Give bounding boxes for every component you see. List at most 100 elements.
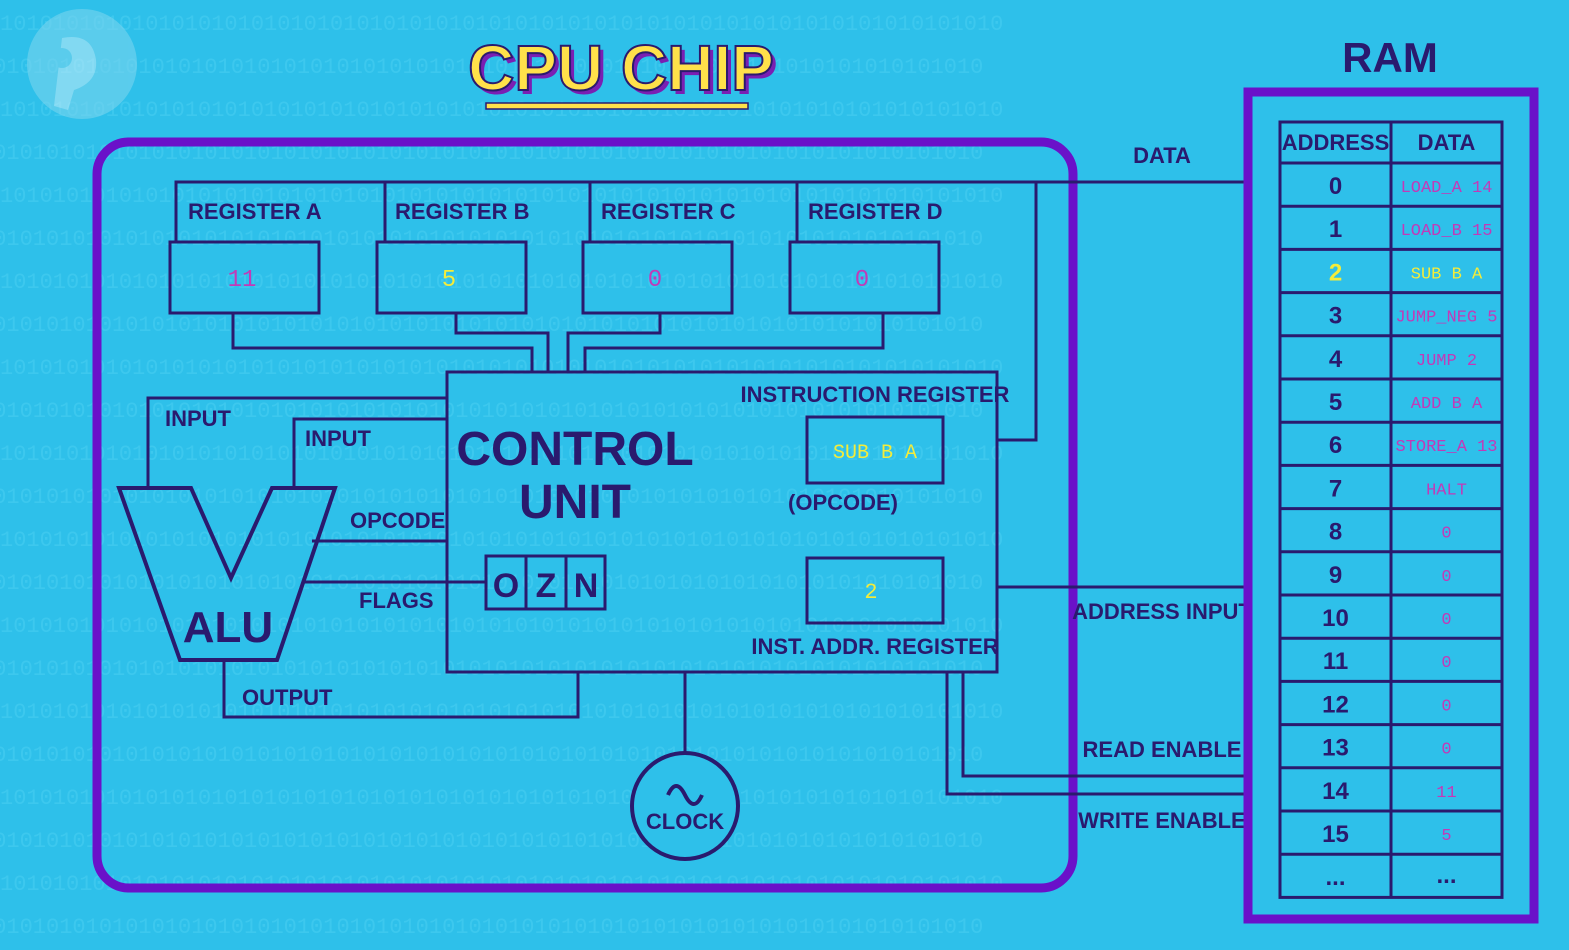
ram-row: 6 STORE_A 13 — [1280, 420, 1502, 459]
ram-data-cell: 0 — [1441, 568, 1451, 587]
binary-background-row: 1010101010101010101010101010101010101010… — [0, 98, 1003, 123]
ram-address-cell: 13 — [1322, 735, 1349, 762]
register-a: REGISTER A11 — [168, 199, 322, 315]
ram-row: 2 SUB B A — [1280, 247, 1502, 286]
binary-background-row: 1010101010101010101010101010101010101010… — [0, 528, 1003, 553]
flags-box — [484, 554, 607, 611]
ram-address-cell: 2 — [1329, 259, 1342, 286]
instruction-register-value: SUB B A — [833, 442, 917, 465]
alu-output-label: OUTPUT — [242, 685, 333, 710]
ram-data-cell: LOAD_B 15 — [1401, 222, 1493, 241]
binary-background-row: 1010101010101010101010101010101010101010… — [0, 829, 983, 854]
read-enable-label: READ ENABLE — [1083, 737, 1242, 762]
control-unit-box — [445, 370, 999, 674]
ram-address-cell: 6 — [1329, 432, 1342, 459]
ram-data-cell: ADD B A — [1411, 395, 1483, 414]
binary-background-row: 1010101010101010101010101010101010101010… — [0, 786, 1003, 811]
ram-address-cell: 9 — [1329, 562, 1342, 589]
ram-address-cell: 1 — [1329, 216, 1342, 243]
binary-background-row: 1010101010101010101010101010101010101010… — [0, 442, 1003, 467]
ram-row: 12 0 — [1280, 679, 1502, 718]
ram-data-cell: LOAD_A 14 — [1401, 179, 1493, 198]
cpu-chip-border — [92, 137, 1078, 893]
ram-data-cell: JUMP 2 — [1416, 352, 1477, 371]
pbs-logo-icon — [27, 9, 137, 119]
inst-addr-register-box — [805, 556, 945, 625]
ram-address-cell: 7 — [1329, 475, 1342, 502]
register-c: REGISTER C 0 — [581, 199, 736, 315]
ram-data-cell: SUB B A — [1411, 265, 1483, 284]
instruction-register-label: INSTRUCTION REGISTER — [741, 382, 1010, 407]
ram-data-cell: STORE_A 13 — [1395, 438, 1497, 457]
ram-data-cell: 0 — [1441, 697, 1451, 716]
wiring — [146, 180, 1246, 796]
ram-address-cell: 3 — [1329, 303, 1342, 330]
binary-background-row: 1010101010101010101010101010101010101010… — [0, 55, 983, 80]
register-value: 0 — [855, 267, 869, 294]
alu-input2-label: INPUT — [305, 426, 372, 451]
alu-opcode-label: OPCODE — [350, 508, 445, 533]
control-unit-title-line1: CONTROL — [456, 423, 693, 476]
register-box — [788, 240, 941, 315]
flag-overflow: O — [493, 567, 519, 605]
ram-data-cell: 0 — [1441, 654, 1451, 673]
opcode-label: (OPCODE) — [788, 490, 898, 515]
page-title-text: CPU CHIP — [468, 32, 774, 104]
data-bus-label: DATA — [1133, 143, 1191, 168]
register-d: REGISTER D0 — [788, 199, 942, 315]
alu-input1-label: INPUT — [165, 406, 232, 431]
alu-flags-label: FLAGS — [359, 588, 434, 613]
address-input-label: ADDRESS INPUT — [1072, 599, 1252, 624]
binary-background-row: 1010101010101010101010101010101010101010… — [0, 399, 983, 424]
ram-row: 0 LOAD_A 14 — [1329, 173, 1493, 200]
flag-zero: Z — [536, 567, 557, 605]
register-box — [375, 240, 528, 315]
clock-circle — [630, 751, 740, 861]
clock-wave-icon — [666, 784, 704, 806]
register-value: 5 — [442, 267, 456, 294]
ram-title: RAM — [1342, 34, 1438, 81]
register-label: REGISTER A — [188, 199, 322, 224]
ram-address-cell: 0 — [1329, 173, 1342, 200]
binary-background-row: 1010101010101010101010101010101010101010… — [0, 270, 1003, 295]
ram-row: ...... — [1280, 852, 1502, 891]
write-enable-label: WRITE ENABLE — [1078, 808, 1245, 833]
register-value: 0 — [648, 267, 662, 294]
clock-label: CLOCK — [646, 809, 724, 834]
register-label: REGISTER C — [601, 199, 736, 224]
binary-background-row: 1010101010101010101010101010101010101010… — [0, 12, 1003, 37]
page-title: CPU CHIP CPU CHIP — [467, 31, 778, 110]
register-label: REGISTER B — [395, 199, 529, 224]
ram-data-cell: 0 — [1441, 525, 1451, 544]
ram-address-cell: 14 — [1322, 778, 1349, 805]
ram-data-cell: 0 — [1441, 611, 1451, 630]
binary-background: 1010101010101010101010101010101010101010… — [0, 12, 1003, 940]
ram-address-cell: 12 — [1322, 691, 1349, 718]
flag-negative: N — [574, 567, 599, 605]
alu-label: ALU — [183, 603, 273, 652]
binary-background-row: 1010101010101010101010101010101010101010… — [0, 743, 983, 768]
clock: CLOCK — [630, 751, 740, 861]
inst-addr-register-value: 2 — [864, 580, 877, 605]
binary-background-row: 1010101010101010101010101010101010101010… — [0, 915, 983, 940]
ram-data-cell: 5 — [1441, 827, 1451, 846]
binary-background-row: 1010101010101010101010101010101010101010… — [0, 700, 1003, 725]
ram-address-cell: ... — [1325, 864, 1345, 891]
binary-background-row: 1010101010101010101010101010101010101010… — [0, 227, 983, 252]
ram-border — [1243, 87, 1539, 924]
